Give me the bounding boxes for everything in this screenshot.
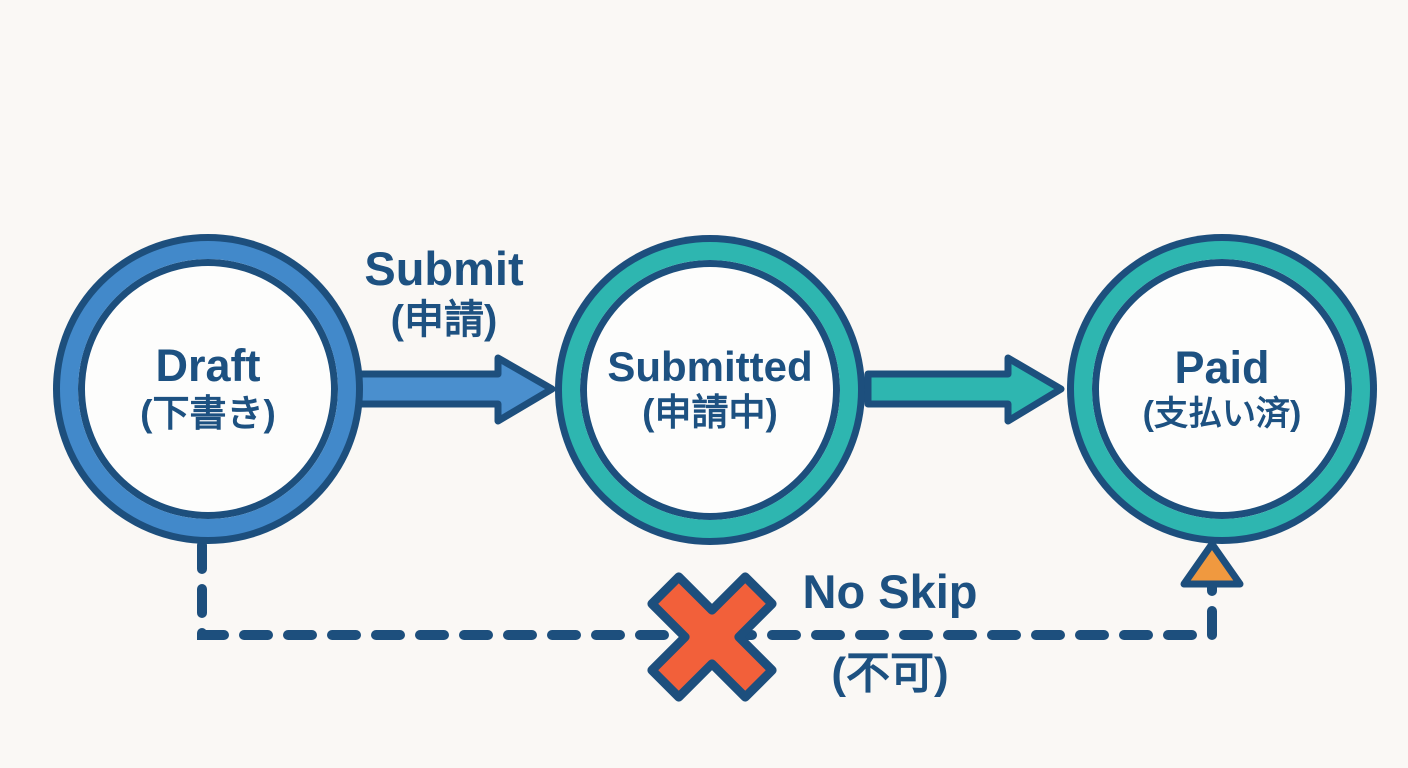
- state-label-paid: Paid: [1174, 341, 1270, 393]
- state-label-draft: Draft: [155, 339, 261, 391]
- no-skip-arrowhead-icon: [1180, 540, 1244, 588]
- no-skip-label: No Skip: [803, 566, 978, 618]
- state-sublabel-draft: (下書き): [140, 393, 276, 435]
- no-skip-sublabel: (不可): [831, 646, 948, 701]
- transition-label-submit-en: Submit: [364, 242, 524, 295]
- no-skip-label-ja: (不可): [831, 649, 949, 698]
- arrow-submitted-to-paid: [864, 354, 1065, 425]
- state-sublabel-submitted: (申請中): [642, 392, 778, 434]
- arrow-draft-to-submitted: [348, 354, 556, 425]
- state-label-submitted: Submitted: [607, 343, 813, 391]
- state-node-submitted: Submitted (申請中): [562, 242, 858, 538]
- state-sublabel-paid: (支払い済): [1142, 394, 1302, 433]
- no-skip-label-en: No Skip: [802, 565, 978, 618]
- transition-label-submit: Submit (申請): [364, 243, 523, 345]
- state-node-draft: Draft (下書き): [60, 241, 356, 537]
- state-node-paid: Paid (支払い済): [1074, 241, 1370, 537]
- no-skip-cross-icon: [647, 572, 777, 702]
- transition-label-submit-ja: (申請): [390, 297, 498, 342]
